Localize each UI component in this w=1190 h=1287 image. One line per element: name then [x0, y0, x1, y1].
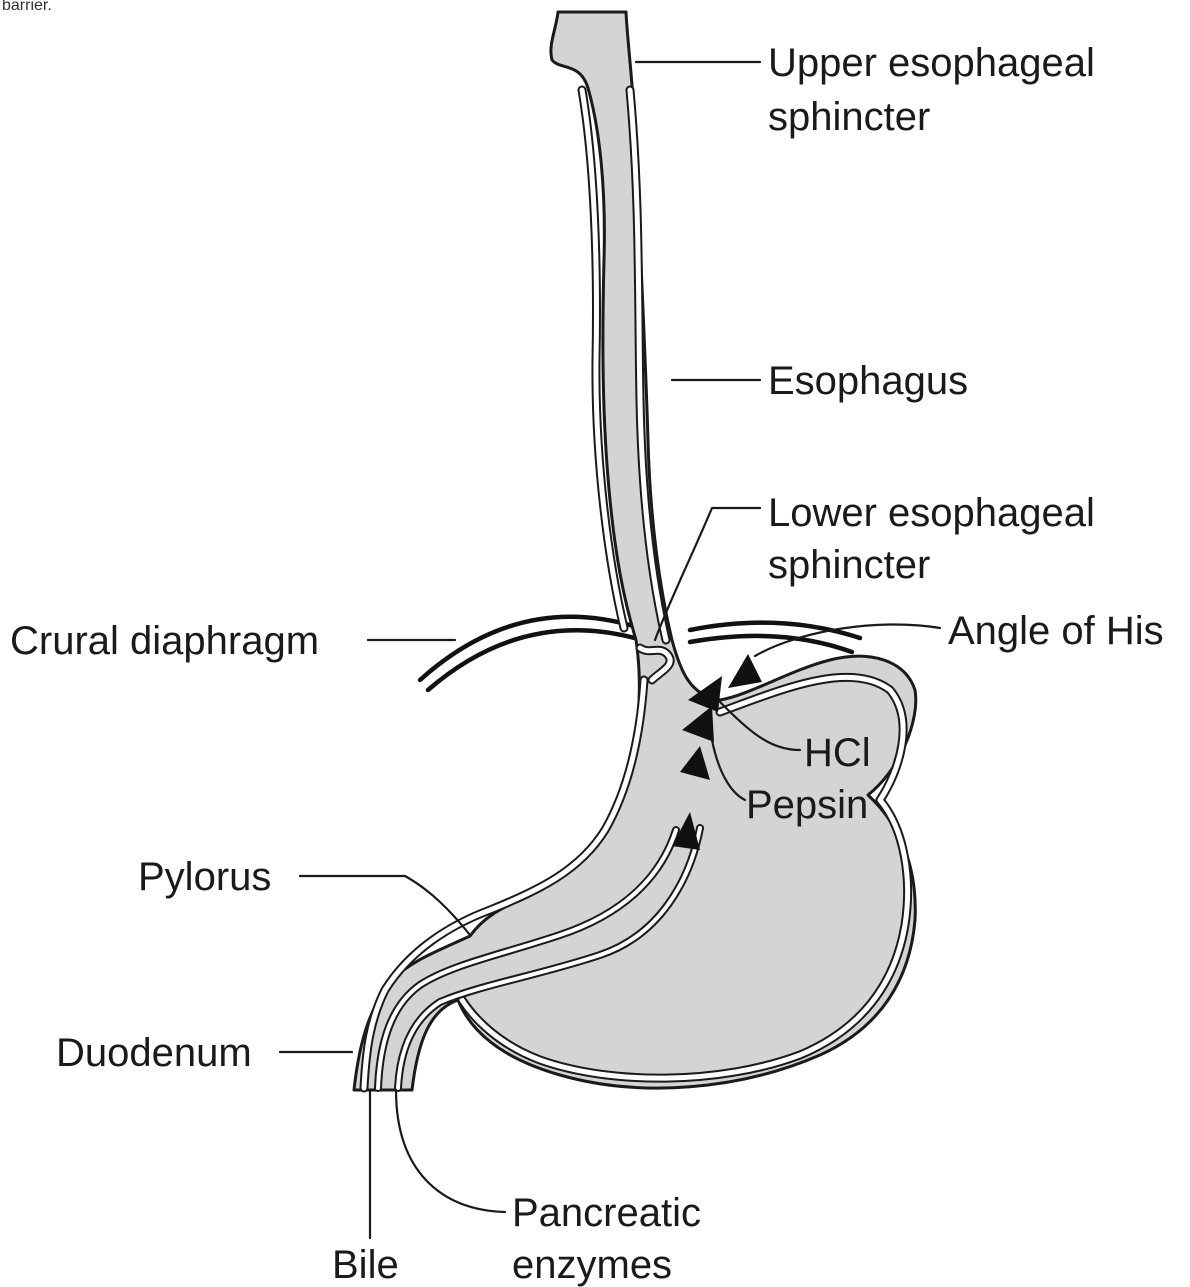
label-angle-of-his: Angle of His — [948, 609, 1164, 653]
label-pylorus: Pylorus — [138, 855, 271, 899]
label-duodenum: Duodenum — [56, 1031, 252, 1075]
label-lower-esophageal-sphincter-2: sphincter — [768, 543, 930, 587]
label-pancreatic-enzymes-1: Pancreatic — [512, 1191, 701, 1235]
label-hcl: HCl — [804, 731, 871, 775]
label-lower-esophageal-sphincter-1: Lower esophageal — [768, 491, 1095, 535]
caption-fragment: barrier. — [2, 0, 52, 14]
angle-of-his-arrowhead — [728, 654, 762, 688]
leader-pancreatic — [396, 1090, 505, 1212]
label-upper-esophageal-sphincter-2: sphincter — [768, 95, 930, 139]
label-crural-diaphragm: Crural diaphragm — [10, 619, 319, 663]
leader-pylorus — [300, 876, 470, 935]
label-bile: Bile — [332, 1243, 399, 1287]
label-pancreatic-enzymes-2: enzymes — [512, 1243, 672, 1287]
leader-lower-les — [655, 508, 760, 640]
label-pepsin: Pepsin — [746, 783, 868, 827]
label-esophagus: Esophagus — [768, 359, 968, 403]
label-upper-esophageal-sphincter-1: Upper esophageal — [768, 41, 1095, 85]
labels: Upper esophageal sphincter Esophagus Low… — [10, 41, 1164, 1287]
